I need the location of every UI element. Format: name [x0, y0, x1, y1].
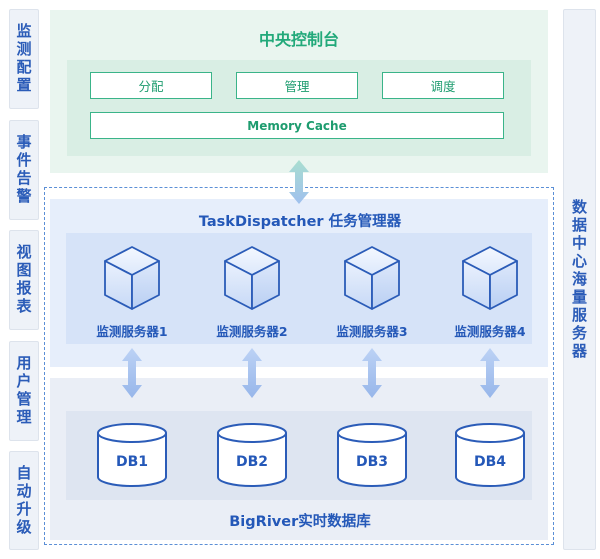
console-inner-panel: 分配 管理 调度 Memory Cache: [67, 60, 531, 156]
allocate-box: 分配: [90, 72, 212, 99]
cube-icon: [104, 246, 160, 310]
nav-item-label: 监测配置: [14, 23, 33, 95]
database-cylinder-icon: [217, 423, 287, 487]
double-arrow-icon: [480, 348, 500, 398]
console-title: 中央控制台: [258, 30, 339, 49]
nav-item-label: 用户管理: [14, 355, 33, 427]
server-label-2: 监测服务器2: [216, 324, 288, 339]
schedule-box: 调度: [382, 72, 504, 99]
nav-item-view-report[interactable]: 视图报表: [9, 230, 39, 330]
db-label-3: DB3: [355, 454, 389, 470]
server-label-1: 监测服务器1: [96, 324, 168, 339]
database-cylinder-icon: [97, 423, 167, 487]
nav-item-label: 事件告警: [14, 134, 33, 206]
realtime-db-caption: BigRiver实时数据库: [229, 514, 371, 530]
double-arrow-icon: [242, 348, 262, 398]
nav-item-monitor-config[interactable]: 监测配置: [9, 9, 39, 109]
nav-item-user-manage[interactable]: 用户管理: [9, 341, 39, 441]
double-arrow-icon: [289, 160, 309, 204]
datacenter-label: 数据中心海量服务器: [563, 9, 596, 550]
central-console: 中央控制台 分配 管理 调度 Memory Cache: [50, 10, 548, 173]
server-label-4: 监测服务器4: [454, 324, 526, 339]
cube-icon: [224, 246, 280, 310]
double-arrow-icon: [122, 348, 142, 398]
db-label-2: DB2: [235, 454, 269, 470]
database-cylinder-icon: [337, 423, 407, 487]
db-label-4: DB4: [473, 454, 507, 470]
memory-cache-box: Memory Cache: [90, 112, 504, 139]
database-cylinder-icon: [455, 423, 525, 487]
task-dispatcher-title: TaskDispatcher 任务管理器: [198, 214, 402, 230]
server-label-3: 监测服务器3: [336, 324, 408, 339]
manage-box: 管理: [236, 72, 358, 99]
nav-item-label: 视图报表: [14, 244, 33, 316]
nav-item-event-alert[interactable]: 事件告警: [9, 120, 39, 220]
nav-item-label: 自动升级: [14, 464, 33, 537]
cube-icon: [344, 246, 400, 310]
datacenter-label-text: 数据中心海量服务器: [570, 198, 588, 361]
db-label-1: DB1: [115, 454, 149, 470]
nav-item-auto-upgrade[interactable]: 自动升级: [9, 451, 39, 550]
double-arrow-icon: [362, 348, 382, 398]
cube-icon: [462, 246, 518, 310]
